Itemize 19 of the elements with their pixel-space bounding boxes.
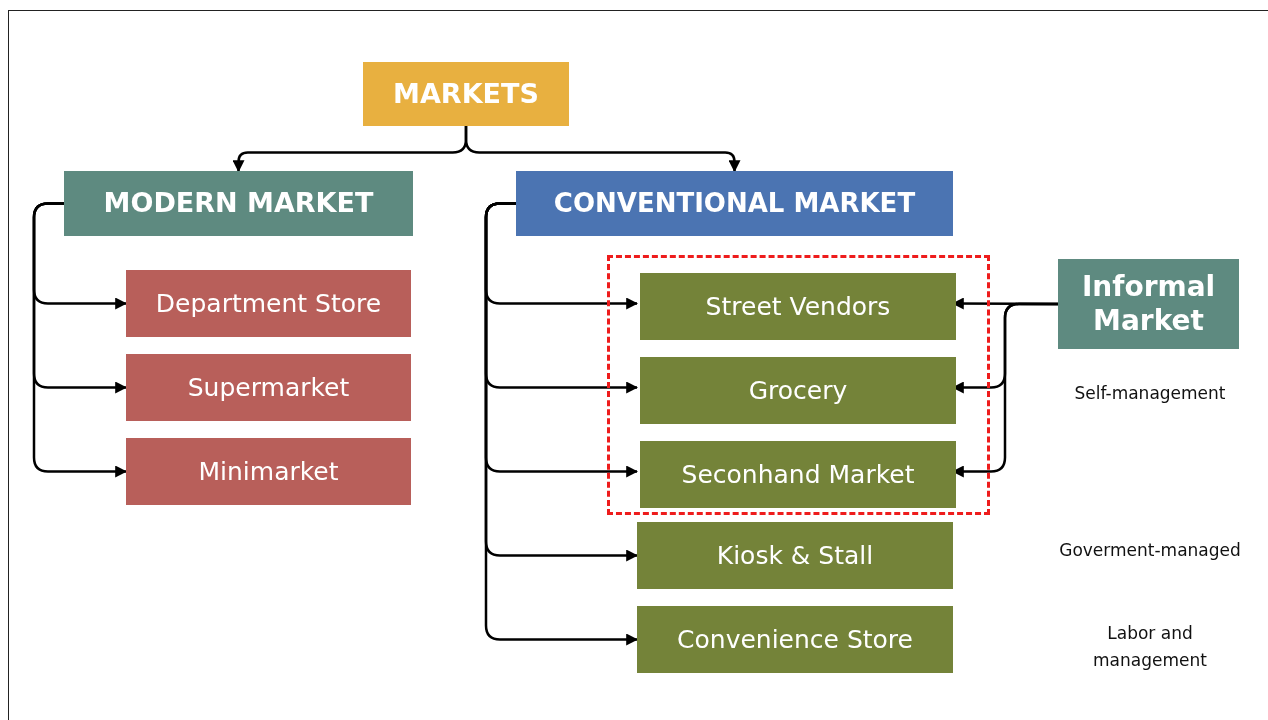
process-box: MODERN MARKET bbox=[64, 171, 413, 236]
arrow bbox=[484, 202, 639, 646]
process-box: Kiosk & Stall bbox=[637, 522, 953, 589]
process-box: Minimarket bbox=[126, 438, 411, 505]
dashed-group-box bbox=[607, 255, 990, 515]
process-box: Department Store bbox=[126, 270, 411, 337]
process-box: Informal Market bbox=[1058, 259, 1239, 349]
note-text: Goverment-managed bbox=[1058, 539, 1242, 562]
process-box: Supermarket bbox=[126, 354, 411, 421]
process-box: Convenience Store bbox=[637, 606, 953, 673]
note-text: Self-management bbox=[1073, 382, 1227, 405]
process-box: Street Vendors bbox=[640, 273, 956, 340]
process-box: Seconhand Market bbox=[640, 441, 956, 508]
note-text: Labor and management bbox=[1092, 622, 1208, 673]
process-box: MARKETS bbox=[363, 62, 569, 126]
arrow bbox=[32, 202, 128, 478]
process-box: Grocery bbox=[640, 357, 956, 424]
process-box: CONVENTIONAL MARKET bbox=[516, 171, 953, 236]
arrow bbox=[464, 126, 741, 173]
